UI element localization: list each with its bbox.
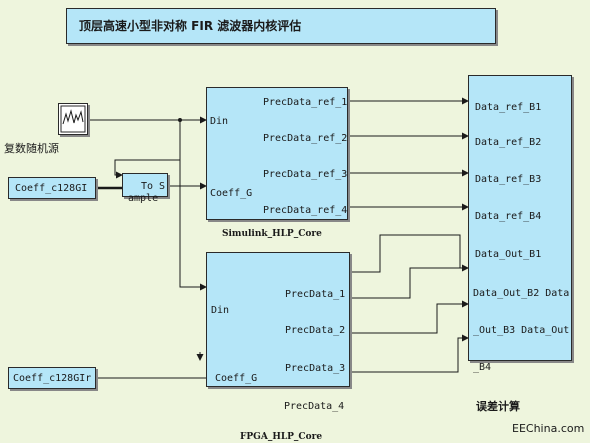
- watermark: EEChina.com: [512, 422, 585, 435]
- simulink-output-2: PrecData_ref_2: [263, 133, 348, 144]
- fpga-output-3: PrecData_3: [285, 363, 346, 374]
- error-port-6: Data_Out_B2 Data: [473, 288, 570, 299]
- error-port-5: Data_Out_B1: [475, 249, 542, 260]
- error-calc-block[interactable]: Data_ref_B1 Data_ref_B2 Data_ref_B3 Data…: [468, 75, 572, 373]
- fpga-core-name: FPGA_HLP_Core: [240, 432, 323, 442]
- noise-waveform-icon: [60, 105, 86, 133]
- error-port-8: _B4: [473, 362, 492, 373]
- title-banner: 顶层高速小型非对称 FIR 滤波器内核评估: [66, 8, 496, 44]
- simulink-output-1: PrecData_ref_1: [263, 97, 348, 108]
- error-port-7: _Out_B3 Data_Out: [473, 325, 570, 336]
- fpga-output-2: PrecData_2: [285, 325, 346, 336]
- fpga-input-coeff: Coeff_G: [215, 373, 258, 384]
- error-port-2: Data_ref_B2: [475, 137, 542, 148]
- error-port-3: Data_ref_B3: [475, 174, 542, 185]
- to-sample-line1: To S: [141, 181, 166, 192]
- simulink-core-block[interactable]: Din Coeff_G PrecData_ref_1 PrecData_ref_…: [206, 87, 348, 220]
- random-source-label: 复数随机源: [4, 142, 59, 155]
- simulink-core-name: Simulink_HLP_Core: [222, 229, 322, 239]
- to-sample-line2: ample: [128, 193, 159, 204]
- simulink-output-3: PrecData_ref_3: [263, 169, 348, 180]
- diagram-title: 顶层高速小型非对称 FIR 滤波器内核评估: [79, 19, 302, 33]
- simulink-input-din: Din: [210, 116, 229, 127]
- fpga-output-4: PrecData_4: [284, 401, 345, 412]
- to-sample-block[interactable]: To S: [122, 173, 168, 197]
- fpga-core-block[interactable]: Din Coeff_G PrecData_1 PrecData_2 PrecDa…: [206, 252, 350, 387]
- error-port-1: Data_ref_B1: [475, 102, 542, 113]
- fpga-output-1: PrecData_1: [285, 289, 346, 300]
- coeff-constant-label-2: Coeff_c128GIr: [13, 373, 92, 384]
- simulink-input-coeff: Coeff_G: [210, 188, 253, 199]
- random-source-block[interactable]: [58, 103, 88, 135]
- error-calc-name: 误差计算: [476, 400, 520, 413]
- coeff-constant-block-1[interactable]: Coeff_c128GI: [8, 177, 96, 199]
- fpga-input-din: Din: [211, 305, 230, 316]
- error-port-4: Data_ref_B4: [475, 211, 542, 222]
- coeff-constant-label-1: Coeff_c128GI: [15, 183, 88, 194]
- simulink-output-4: PrecData_ref_4: [263, 205, 348, 216]
- coeff-constant-block-2[interactable]: Coeff_c128GIr: [8, 367, 96, 389]
